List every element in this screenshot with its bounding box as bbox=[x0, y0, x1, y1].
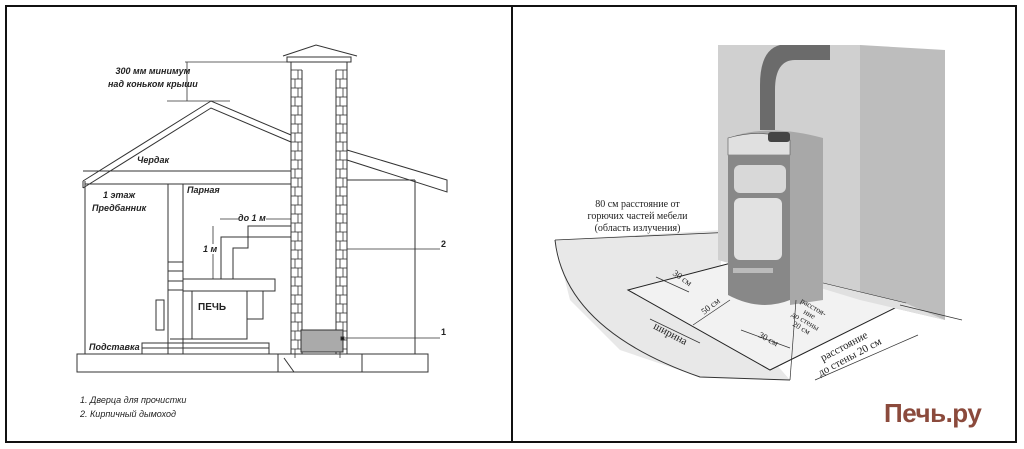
stove-label: ПЕЧЬ bbox=[198, 302, 227, 313]
radiation-note-line-1: 80 см расстояние от bbox=[595, 199, 680, 210]
marker-2: 2 bbox=[441, 239, 447, 249]
panel-divider bbox=[511, 5, 513, 443]
distance-horizontal-label: до 1 м bbox=[238, 213, 266, 223]
site-logo: Печь.ру bbox=[884, 398, 982, 428]
dimension-lines bbox=[649, 276, 963, 381]
roof-clearance-line-1: 300 мм минимум bbox=[115, 66, 191, 76]
marker-1: 1 bbox=[441, 327, 447, 337]
stand bbox=[141, 338, 270, 355]
stove-unit bbox=[727, 45, 830, 305]
radiation-note: 80 см расстояние от горючих частей мебел… bbox=[575, 199, 700, 235]
steam-room-label: Парная bbox=[187, 185, 220, 195]
roof-clearance-line-2: над коньком крыши bbox=[108, 79, 198, 89]
floor-line-2: Предбанник bbox=[92, 203, 147, 213]
back-wall bbox=[860, 45, 945, 320]
legend-item-1: 1. Дверца для прочистки bbox=[80, 395, 187, 405]
distance-vertical-label: 1 м bbox=[203, 244, 218, 254]
roof-clearance-label: 300 мм минимум над коньком крыши bbox=[108, 65, 198, 91]
stand-label: Подставка bbox=[89, 342, 140, 352]
floor-label: 1 этаж Предбанник bbox=[92, 189, 146, 215]
attic-label: Чердак bbox=[137, 155, 170, 165]
radiation-note-line-3: (область излучения) bbox=[594, 223, 681, 234]
legend: 1. Дверца для прочистки 2. Кирпичный дым… bbox=[80, 393, 186, 421]
stove bbox=[155, 225, 291, 340]
radiation-note-line-2: горючих частей мебели bbox=[587, 211, 688, 222]
chimney bbox=[282, 44, 358, 358]
legend-item-2: 2. Кирпичный дымоход bbox=[80, 409, 176, 419]
chimney-diagram bbox=[76, 44, 448, 373]
floor-line-1: 1 этаж bbox=[103, 190, 136, 200]
leader-lines bbox=[345, 248, 440, 339]
